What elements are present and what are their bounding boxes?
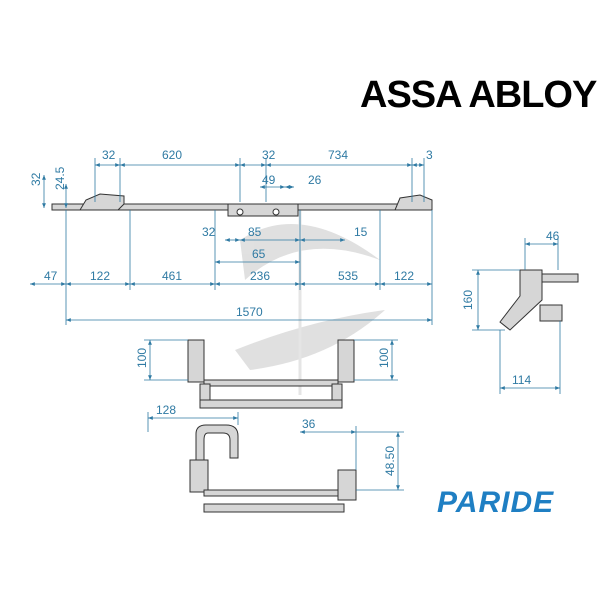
dim-236: 236 xyxy=(250,269,270,283)
dim-122-left: 122 xyxy=(90,269,110,283)
dim-535: 535 xyxy=(338,269,358,283)
dim-side-114: 114 xyxy=(512,373,531,387)
dim-461: 461 xyxy=(162,269,182,283)
push-bar-right-mount xyxy=(337,339,355,383)
push-bar-left-mount xyxy=(187,339,205,383)
dim-handle-48-50: 48.50 xyxy=(383,446,397,476)
side-lever xyxy=(499,269,543,331)
assa-abloy-logo: ASSA ABLOY xyxy=(360,74,597,116)
right-end-fitting xyxy=(394,194,433,211)
dim-v-32: 32 xyxy=(29,172,43,186)
dim-15: 15 xyxy=(354,225,368,239)
dim-top-32-mid: 32 xyxy=(262,148,276,162)
handle-lower-rail xyxy=(203,503,345,513)
dim-handle-128: 128 xyxy=(156,403,176,417)
dim-26: 26 xyxy=(308,173,322,187)
dim-v-24-5: 24.5 xyxy=(53,166,67,190)
side-dimension-lines xyxy=(472,238,561,394)
center-lock-body xyxy=(227,203,299,217)
dim-top-620: 620 xyxy=(162,148,182,162)
dim-top-3: 3 xyxy=(426,148,433,162)
dim-65: 65 xyxy=(252,247,266,261)
push-bar xyxy=(187,339,355,409)
center-screw-2 xyxy=(272,208,280,216)
dim-49: 49 xyxy=(262,173,276,187)
dim-side-46: 46 xyxy=(546,229,560,243)
dim-47: 47 xyxy=(44,269,58,283)
dim-bar-100-left: 100 xyxy=(135,348,149,368)
push-bar-dimension-lines xyxy=(144,339,398,381)
rod-assembly xyxy=(51,193,433,217)
push-bar-lower-rail xyxy=(199,399,343,409)
handle-rail xyxy=(203,489,339,497)
dim-1570: 1570 xyxy=(236,305,263,319)
handle-dimension-lines xyxy=(147,412,404,491)
side-block xyxy=(539,304,563,322)
handle xyxy=(189,424,357,513)
dim-top-32-left: 32 xyxy=(102,148,116,162)
dim-handle-36: 36 xyxy=(302,417,316,431)
dim-32-low: 32 xyxy=(202,225,216,239)
center-screw xyxy=(236,208,244,216)
side-spindle xyxy=(541,273,579,283)
dim-85: 85 xyxy=(248,225,262,239)
dim-bar-100-right: 100 xyxy=(377,348,391,368)
side-view xyxy=(499,269,579,331)
push-bar-rail xyxy=(203,379,339,387)
handle-right-mount xyxy=(337,469,357,501)
handle-left-mount xyxy=(189,459,209,493)
main-dimension-lines xyxy=(29,158,433,325)
dim-top-734: 734 xyxy=(328,148,348,162)
dim-122-right: 122 xyxy=(394,269,414,283)
paride-logo: PARIDE xyxy=(437,486,555,519)
lever-handle xyxy=(195,424,239,461)
dim-side-160: 160 xyxy=(461,290,475,310)
left-end-fitting xyxy=(79,193,125,211)
dimension-labels: 32 620 32 734 3 32 24.5 49 26 32 85 65 1… xyxy=(29,148,560,476)
